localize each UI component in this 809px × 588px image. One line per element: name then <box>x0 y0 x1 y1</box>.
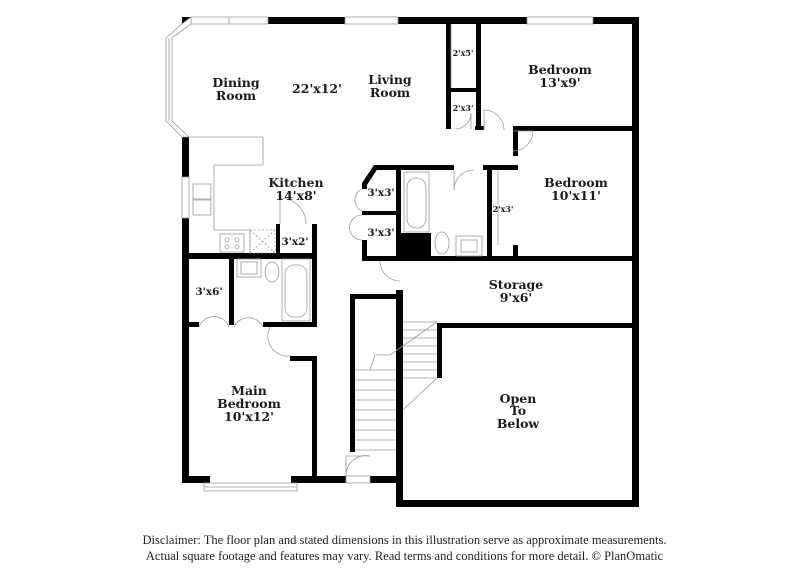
label-pantry: 3'x2' <box>281 236 308 248</box>
label-kitchen: Kitchen <box>268 175 323 190</box>
bath-fixtures <box>236 171 483 322</box>
exterior-walls <box>182 17 639 507</box>
bay-window <box>165 16 269 138</box>
label-main-bedroom: Main <box>231 383 267 398</box>
label-living-room-2: Room <box>370 85 410 100</box>
window-kitchen <box>181 176 190 219</box>
label-bedroom-1: Bedroom <box>528 62 592 77</box>
label-storage: Storage <box>489 277 544 292</box>
staircase[interactable] <box>355 321 438 451</box>
label-closet-2x3-b: 2'x3' <box>493 204 514 214</box>
label-living-dining-dims: 22'x12' <box>292 81 342 96</box>
label-main-bedroom-dims: 10'x12' <box>224 409 274 424</box>
label-bedroom-1-dims: 13'x9' <box>539 75 580 90</box>
label-storage-dims: 9'x6' <box>500 290 533 305</box>
interior-walls <box>189 24 639 483</box>
label-bedroom-2: Bedroom <box>544 175 608 190</box>
label-living-room: Living <box>368 72 412 87</box>
disclaimer-line-2: Actual square footage and features may v… <box>145 549 664 563</box>
kitchen-counters <box>189 136 276 254</box>
label-main-bedroom-2: Bedroom <box>217 396 281 411</box>
label-closet-3x6: 3'x6' <box>195 286 222 298</box>
label-closet-2x5: 2'x5' <box>453 48 474 58</box>
label-dining-room: Dining <box>212 75 260 90</box>
label-open-to-below: Open <box>500 391 537 406</box>
window-living <box>344 16 399 25</box>
label-closet-2x3-a: 2'x3' <box>453 103 474 113</box>
doors[interactable] <box>198 24 534 484</box>
window-bedroom-1 <box>526 16 594 25</box>
label-open-to-below-2: To <box>510 403 526 418</box>
disclaimer-line-1: Disclaimer: The floor plan and stated di… <box>142 533 667 547</box>
label-kitchen-dims: 14'x8' <box>275 188 316 203</box>
label-bedroom-2-dims: 10'x11' <box>551 188 601 203</box>
label-closet-3x3-b: 3'x3' <box>367 227 394 239</box>
label-closet-3x3-a: 3'x3' <box>367 187 394 199</box>
label-open-to-below-3: Below <box>497 416 541 431</box>
label-dining-room-2: Room <box>216 88 256 103</box>
room-labels: Dining Room 22'x12' Living Room Bedroom … <box>195 48 608 431</box>
